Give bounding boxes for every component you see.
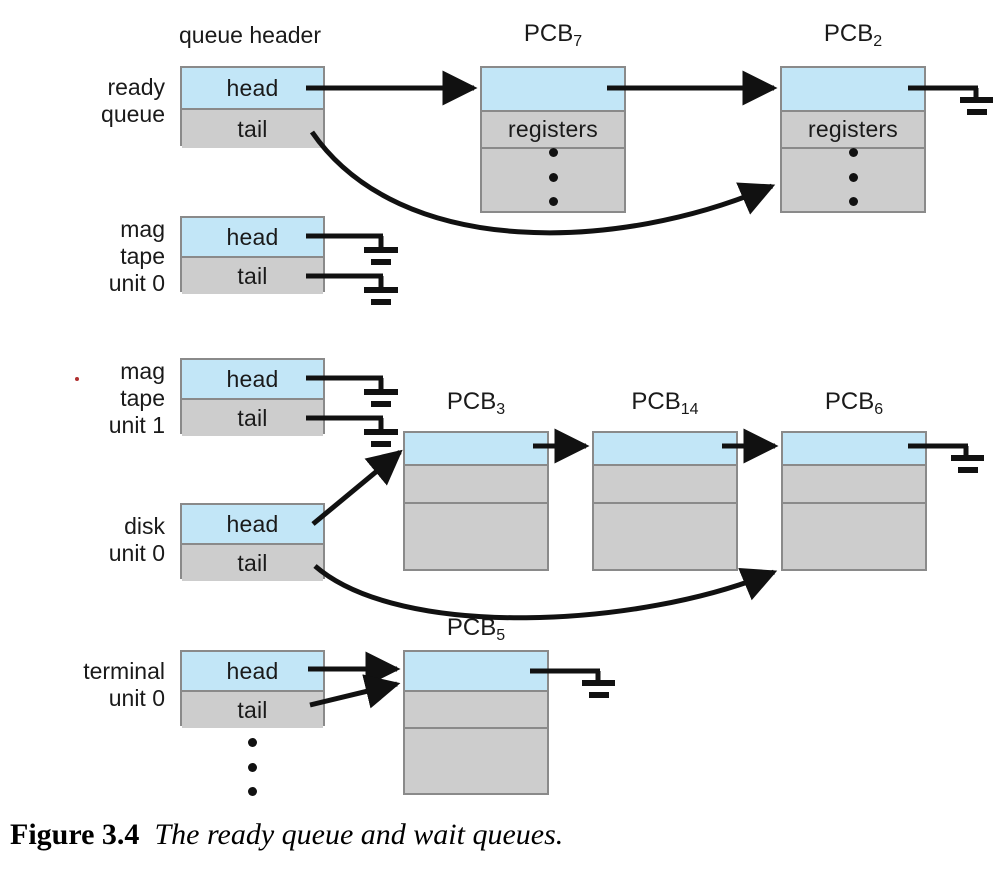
- pcb-label-pcb2: PCB2: [823, 20, 883, 50]
- pcb-label-pcb6: PCB6: [824, 388, 884, 418]
- queue-label-mag-tape-unit-0: mag tape unit 0: [108, 216, 165, 297]
- head-cell-mag-tape-unit-1[interactable]: head: [182, 360, 323, 398]
- pcb-index-2: 2: [873, 33, 883, 50]
- pcb-label-pcb7: PCB7: [523, 20, 583, 50]
- scan-artifact-speck: [75, 377, 79, 381]
- pcb3-extra-cell: [405, 502, 547, 569]
- pcb7-link-cell[interactable]: [482, 68, 624, 110]
- queue-list-continues-dots: [247, 738, 257, 796]
- queue-header-label: queue header: [179, 22, 321, 48]
- tail-cell-disk-unit-0[interactable]: tail: [182, 543, 323, 581]
- pcb-box-pcb5: [403, 650, 549, 795]
- figure-caption-body: The ready queue and wait queues.: [154, 818, 564, 851]
- queue-label-terminal-unit-0: terminal unit 0: [83, 658, 165, 712]
- head-cell-ready-queue[interactable]: head: [182, 68, 323, 108]
- ground-icon-pcb2: [960, 88, 993, 115]
- ground-icon-mag-tape-1-head: [364, 378, 398, 407]
- figure-number: Figure 3.4: [10, 818, 140, 851]
- pcb-box-pcb3: [403, 431, 549, 571]
- pcb-index-3: 3: [496, 401, 506, 418]
- queue-box-terminal-unit-0: head tail: [180, 650, 325, 728]
- pcb3-link-cell[interactable]: [405, 433, 547, 464]
- pcb-box-pcb14: [592, 431, 738, 571]
- pcb-label-pcb5: PCB5: [446, 614, 506, 644]
- queue-label-mag-tape-unit-1: mag tape unit 1: [108, 358, 165, 439]
- queue-box-mag-tape-unit-0: head tail: [180, 216, 325, 294]
- ground-icon-mag-tape-0-tail: [364, 276, 398, 305]
- queue-box-disk-unit-0: head tail: [180, 503, 325, 581]
- pcb-index-6: 6: [874, 401, 884, 418]
- pcb2-link-cell[interactable]: [782, 68, 924, 110]
- queue-label-disk-unit-0: disk unit 0: [108, 513, 165, 567]
- ground-icon-mag-tape-1-tail: [364, 418, 398, 447]
- head-cell-terminal-unit-0[interactable]: head: [182, 652, 323, 690]
- pcb-box-pcb6: [781, 431, 927, 571]
- pcb7-registers-cell: registers: [482, 110, 624, 147]
- tail-cell-mag-tape-unit-1[interactable]: tail: [182, 398, 323, 436]
- pcb-index-7: 7: [573, 33, 583, 50]
- ground-icon-pcb5: [582, 671, 615, 698]
- link-disk-head-to-pcb3: [311, 449, 403, 526]
- pcb-label-pcb3: PCB3: [446, 388, 506, 418]
- queue-box-ready-queue: head tail: [180, 66, 325, 148]
- pcb-index-14: 14: [680, 401, 699, 418]
- figure-caption: Figure 3.4 The ready queue and wait queu…: [10, 818, 563, 852]
- queue-box-mag-tape-unit-1: head tail: [180, 358, 325, 436]
- tail-cell-mag-tape-unit-0[interactable]: tail: [182, 256, 323, 294]
- pcb3-mid-cell: [405, 464, 547, 502]
- queue-label-ready-queue: ready queue: [101, 74, 165, 128]
- head-cell-mag-tape-unit-0[interactable]: head: [182, 218, 323, 256]
- pcb6-link-cell[interactable]: [783, 433, 925, 464]
- pcb5-extra-cell: [405, 727, 547, 793]
- pcb6-extra-cell: [783, 502, 925, 569]
- pcb2-registers-cell: registers: [782, 110, 924, 147]
- pcb5-mid-cell: [405, 690, 547, 727]
- pcb7-ellipsis-dots: [548, 148, 558, 206]
- head-cell-disk-unit-0[interactable]: head: [182, 505, 323, 543]
- figure-caption-text: [139, 818, 154, 851]
- ground-icon-pcb6: [951, 446, 984, 473]
- pcb14-link-cell[interactable]: [594, 433, 736, 464]
- tail-cell-ready-queue[interactable]: tail: [182, 108, 323, 148]
- tail-cell-terminal-unit-0[interactable]: tail: [182, 690, 323, 728]
- link-disk-tail-to-pcb6: [313, 564, 778, 621]
- pcb14-mid-cell: [594, 464, 736, 502]
- ground-icon-mag-tape-0-head: [364, 236, 398, 265]
- pcb-label-pcb14: PCB14: [631, 388, 699, 418]
- pcb14-extra-cell: [594, 502, 736, 569]
- pcb-index-5: 5: [496, 627, 506, 644]
- pcb6-mid-cell: [783, 464, 925, 502]
- pcb2-ellipsis-dots: [848, 148, 858, 206]
- pcb5-link-cell[interactable]: [405, 652, 547, 690]
- pcb-box-pcb2: registers: [780, 66, 926, 213]
